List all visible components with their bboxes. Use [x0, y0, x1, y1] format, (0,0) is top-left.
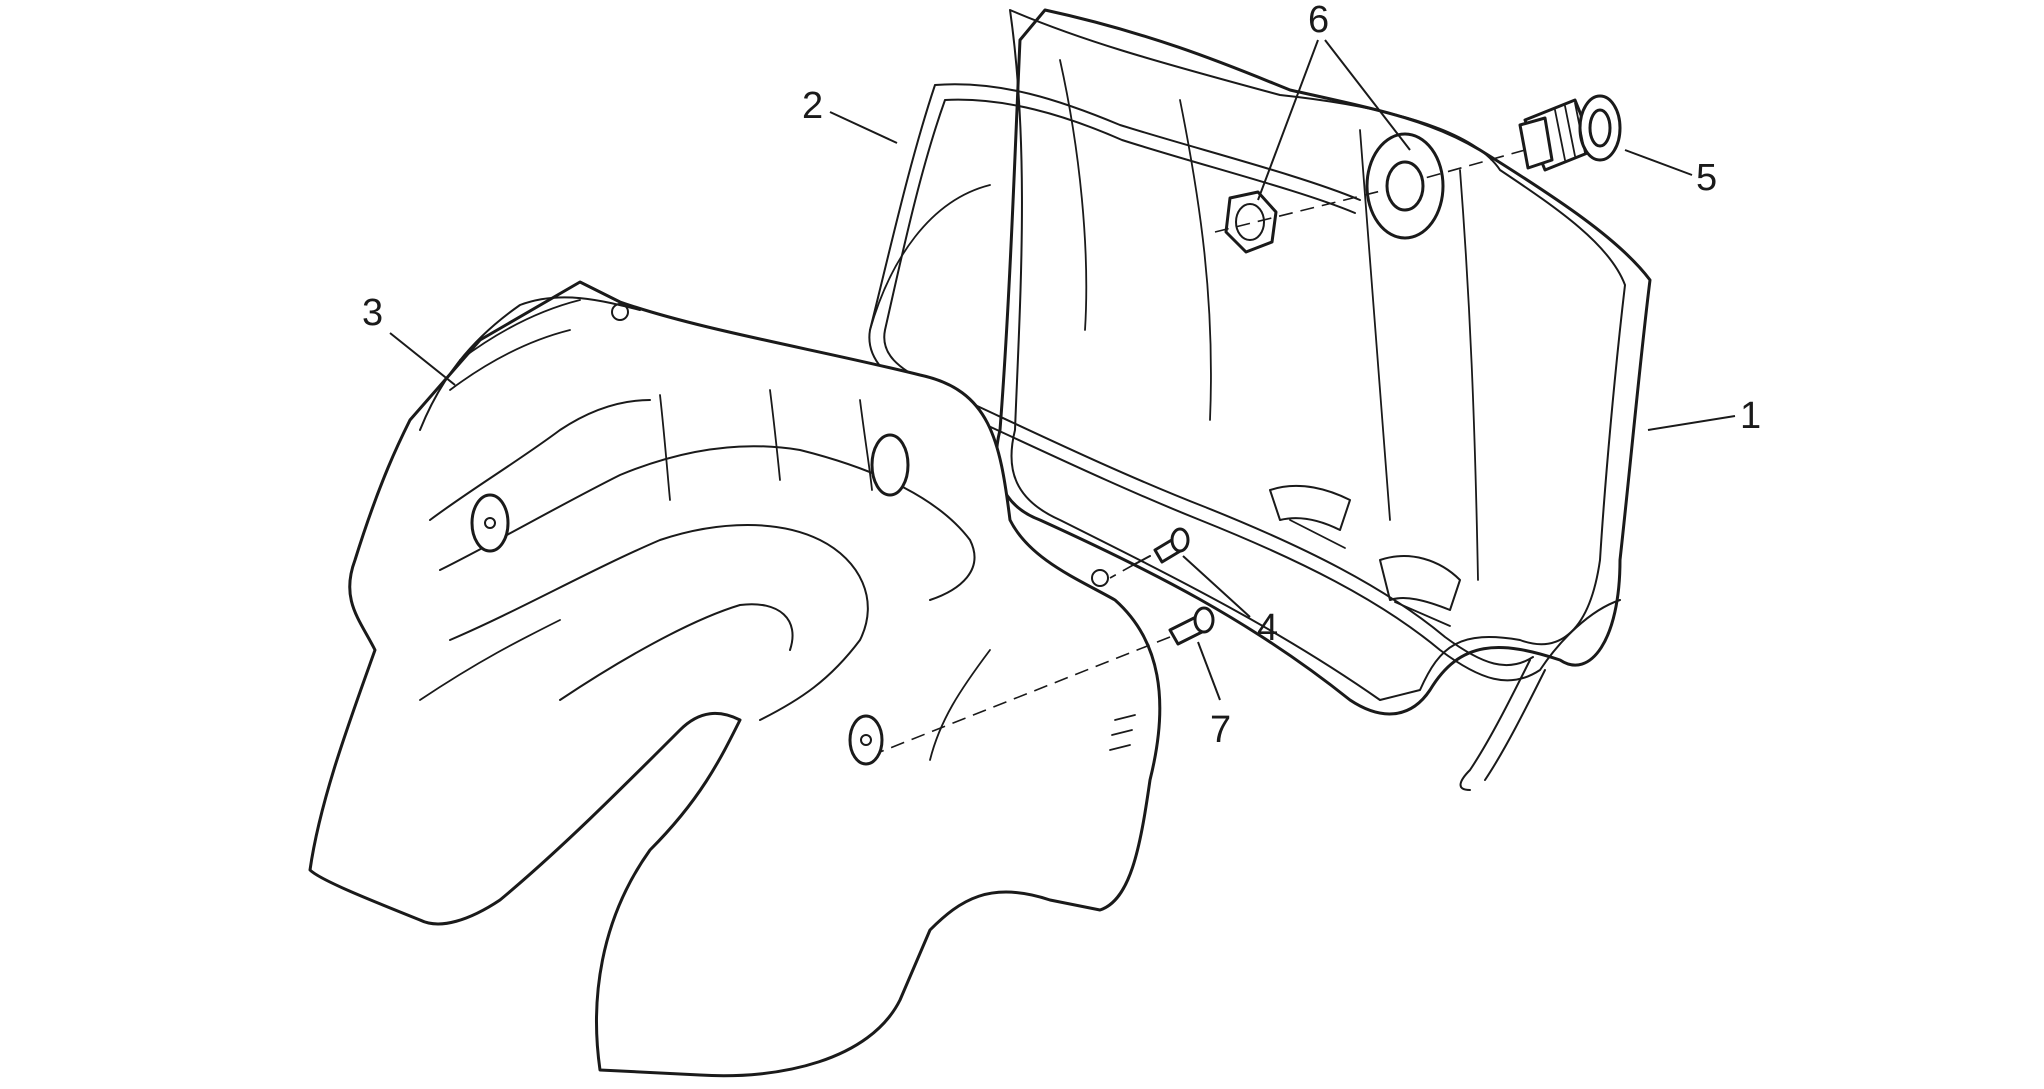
leader-lines — [389, 39, 1736, 701]
lid-cover-part-1 — [994, 8, 1652, 716]
gasket-seal-part-2 — [868, 83, 1621, 791]
leader-part-5 — [1624, 149, 1693, 176]
leader-part-6b — [1324, 39, 1411, 151]
screw-part-4 — [1109, 527, 1190, 579]
callout-5: 5 — [1696, 157, 1717, 199]
callout-7: 7 — [1210, 709, 1231, 751]
lock-cylinder-part-5 — [1424, 94, 1622, 179]
callout-1: 1 — [1740, 395, 1761, 437]
leader-part-3 — [389, 332, 456, 386]
callout-6: 6 — [1308, 0, 1329, 41]
callout-labels: 1 2 3 4 5 6 7 — [362, 0, 1761, 751]
leader-part-1 — [1647, 415, 1736, 431]
leader-part-4 — [1182, 555, 1251, 618]
callout-2: 2 — [802, 85, 823, 127]
callout-4: 4 — [1257, 607, 1278, 649]
leader-part-2 — [829, 111, 898, 144]
glovebox-tray-part-3 — [308, 280, 1162, 1078]
leader-part-6a — [1257, 39, 1319, 201]
callout-3: 3 — [362, 292, 383, 334]
screw-part-7 — [879, 606, 1215, 753]
leader-part-7 — [1197, 641, 1221, 701]
nut-part-6 — [1214, 189, 1386, 254]
